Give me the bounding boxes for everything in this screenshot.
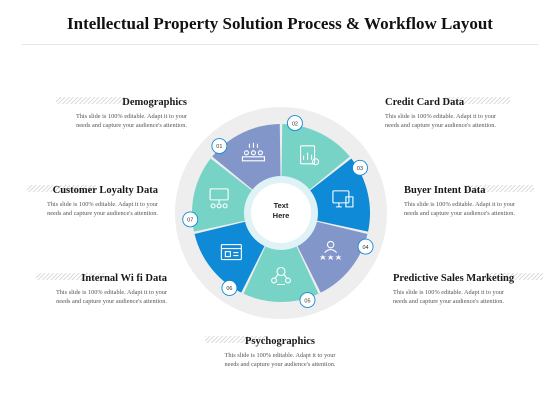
step-number: 06 [226,286,232,292]
item-heading: Psychographics [244,336,315,347]
wheel-segment-05 [243,240,319,302]
step-badge [352,159,368,176]
item-description: This slide is 100% editable. Adapt it to… [404,200,515,218]
description-line: needs and capture your audience's attent… [76,122,187,129]
description-line: This slide is 100% editable. Adapt it to… [46,201,158,208]
item-description: This slide is 100% editable. Adapt it to… [76,112,187,130]
description-line: needs and capture your audience's attent… [56,298,167,305]
center-hub [251,183,311,243]
browser-window-icon [220,244,242,261]
description-line: needs and capture your audience's attent… [385,122,496,129]
item-internal-wifi-data: Internal Wi fi Data This slide is 100% e… [35,273,167,306]
item-customer-loyalty-data: Customer Loyalty Data This slide is 100%… [26,185,158,218]
title-divider [22,44,538,45]
heading-hatch [35,273,106,280]
item-description: This slide is 100% editable. Adapt it to… [56,288,167,306]
item-heading: Credit Card Data [385,97,465,108]
item-heading: Predictive Sales Marketing [393,273,515,284]
step-badge [286,115,303,132]
item-psychographics: Psychographics This slide is 100% editab… [185,336,375,369]
heading-hatch [464,185,534,192]
step-badge [221,280,238,296]
heading-hatch [55,97,126,104]
step-badge [299,292,316,309]
slide-title: Intellectual Property Solution Process &… [67,14,493,33]
description-line: This slide is 100% editable. Adapt it to… [224,352,336,359]
item-buyer-intent-data: Buyer Intent Data This slide is 100% edi… [404,185,534,218]
item-demographics: Demographics This slide is 100% editable… [55,97,187,130]
item-description: This slide is 100% editable. Adapt it to… [47,200,158,218]
item-heading: Internal Wi fi Data [81,273,167,284]
description-line: needs and capture your audience's attent… [404,210,515,217]
heading-hatch [483,273,543,280]
user-rating-icon [319,240,342,261]
item-description: This slide is 100% editable. Adapt it to… [185,351,375,369]
heading-hatch [26,185,97,192]
step-badge [211,138,228,154]
description-line: needs and capture your audience's attent… [47,210,158,217]
step-number: 03 [357,166,363,172]
description-line: needs and capture your audience's attent… [393,298,504,305]
step-number: 01 [216,144,222,150]
item-description: This slide is 100% editable. Adapt it to… [393,288,514,306]
heading-hatch [445,97,510,104]
wheel-segment-03 [304,158,371,232]
heading-hatch [205,336,265,343]
document-chart-icon [300,145,320,166]
wheel-segment-06 [194,220,268,293]
step-badge [182,211,199,228]
people-network-icon [271,266,291,286]
item-heading: Demographics [122,97,187,108]
step-number: 02 [292,121,298,127]
step-number: 05 [304,298,310,304]
item-predictive-sales-marketing: Predictive Sales Marketing This slide is… [393,273,543,306]
wheel-segment-07 [192,158,258,232]
description-line: This slide is 100% editable. Adapt it to… [385,113,497,120]
center-label-line: Here [273,211,290,220]
item-description: This slide is 100% editable. Adapt it to… [385,112,496,130]
item-heading: Buyer Intent Data [404,185,486,196]
step-number: 04 [363,245,369,251]
wheel-segment-01 [212,124,281,194]
description-line: This slide is 100% editable. Adapt it to… [55,289,167,296]
presentation-board-icon [209,188,229,209]
audience-icon [241,142,265,162]
center-label-line: Text [274,201,289,210]
puzzle-monitor-icon [332,190,354,208]
description-line: needs and capture your audience's attent… [224,361,336,368]
description-line: This slide is 100% editable. Adapt it to… [393,289,505,296]
description-line: This slide is 100% editable. Adapt it to… [404,201,516,208]
item-credit-card-data: Credit Card Data This slide is 100% edit… [385,97,510,130]
step-badge [357,238,374,255]
step-number: 07 [187,218,193,224]
description-line: This slide is 100% editable. Adapt it to… [75,113,187,120]
item-heading: Customer Loyalty Data [52,185,158,196]
